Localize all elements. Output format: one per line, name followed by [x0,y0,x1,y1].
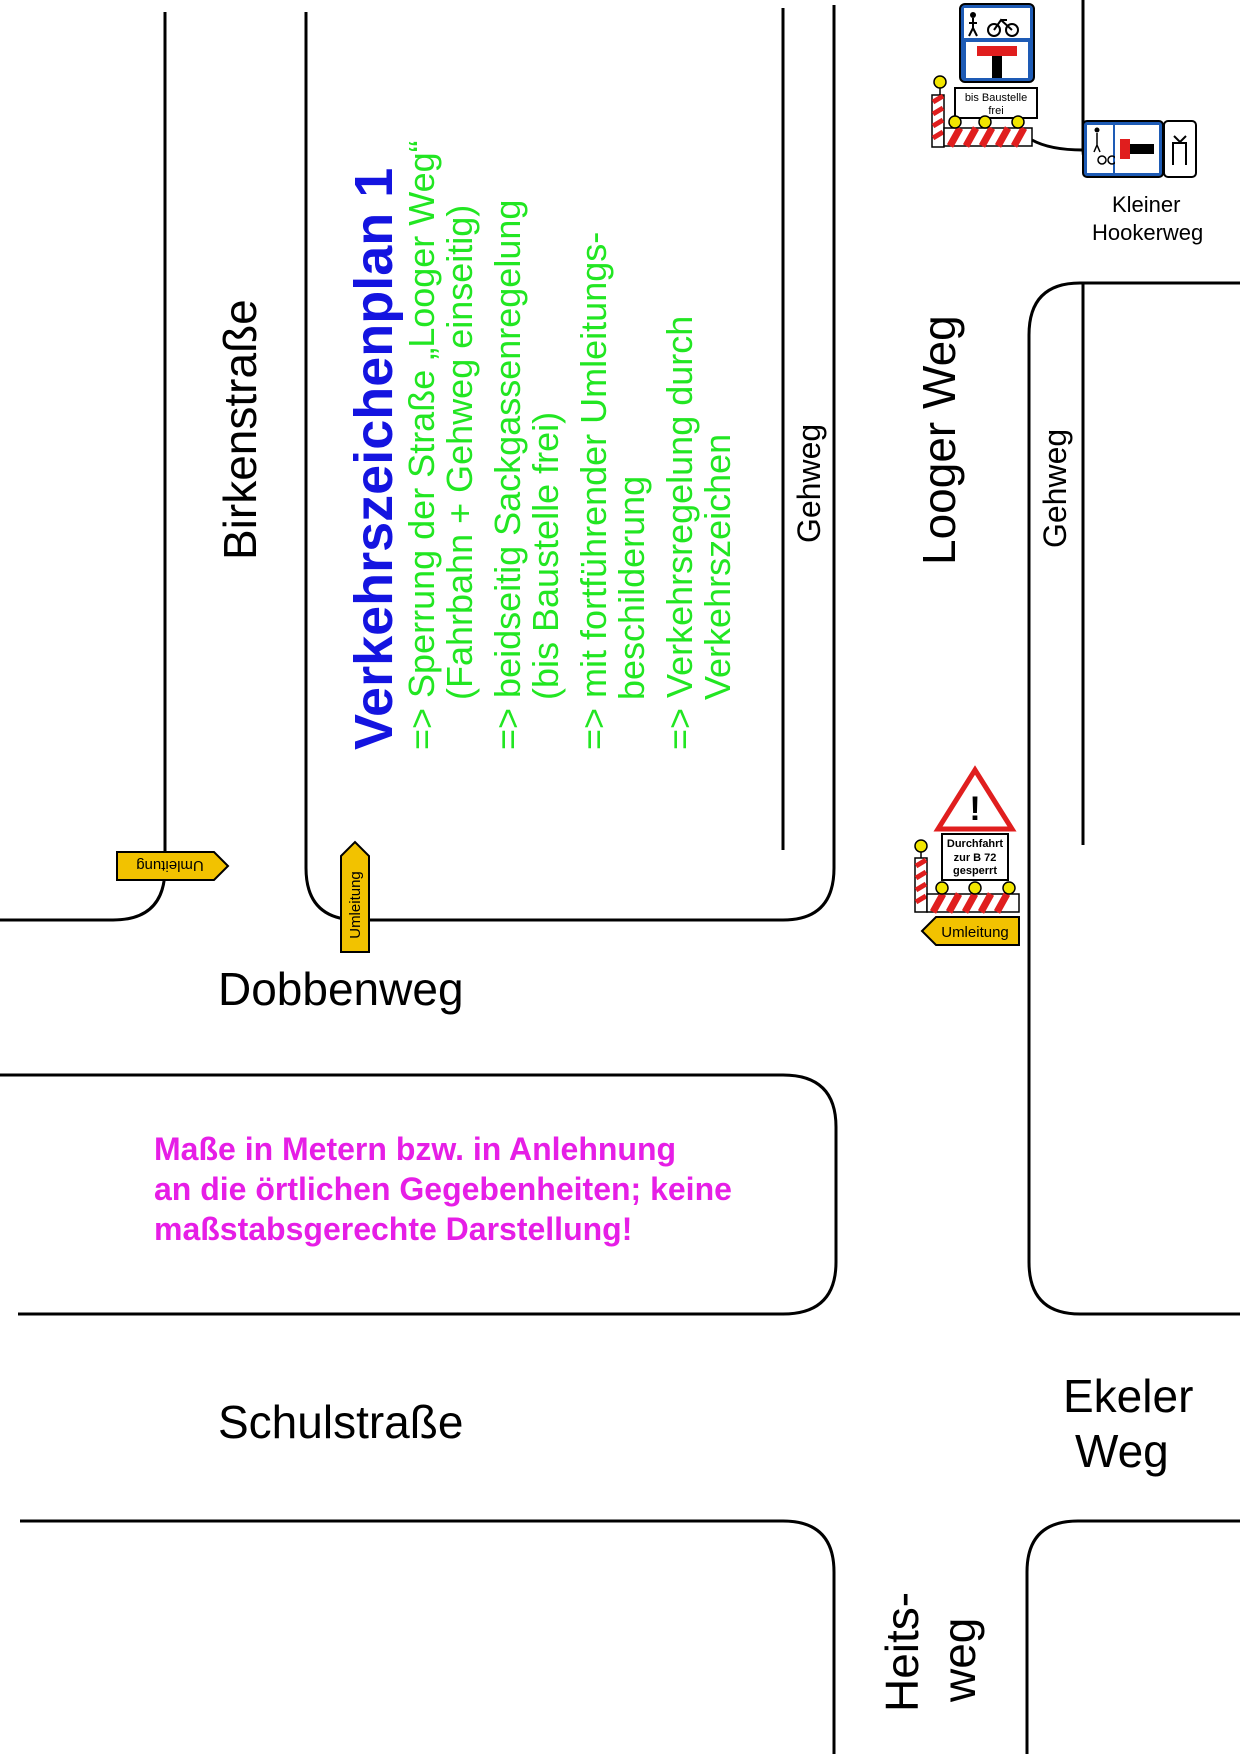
scale-note-line3: maßstabsgerechte Darstellung! [154,1211,632,1247]
plan-bullet-4: (bis Baustelle frei) [525,412,566,750]
street-label-dobbenweg: Dobbenweg [218,963,464,1015]
plan-bullet-2: (Fahrbahn + Gehweg einseitig) [439,205,480,750]
durchfahrt-text-line1: Durchfahrt [947,838,1004,850]
closure-sign-durchfahrt: Durchfahrt zur B 72 gesperrt [941,833,1009,881]
detour-sign-birkenstrasse: Umleitung [116,851,230,881]
warning-light-icon [933,75,947,89]
street-label-looger-weg: Looger Weg [913,315,965,565]
durchfahrt-text-line3: gesperrt [953,865,997,877]
street-label-ekeler-weg-line1: Ekeler [1063,1370,1193,1422]
barrier-south [914,839,1020,914]
scale-note: Maße in Metern bzw. in Anlehnung an die … [154,1131,732,1247]
barrier-connector [1031,138,1084,152]
warning-sign-danger: ! [933,765,1017,832]
durchfahrt-text-line2: zur B 72 [954,852,997,864]
detour-sign-label: Umleitung [941,924,1009,941]
plan-title: Verkehrszeichenplan 1 [344,168,404,750]
plan-bullets: => Sperrung der Straße „Looger Weg“ (Fah… [401,140,738,750]
plan-bullet-8: Verkehrszeichen [697,434,738,750]
warning-light-icon [948,115,962,129]
plan-bullet-1: => Sperrung der Straße „Looger Weg“ [401,140,442,750]
detour-sign-label: Umleitung [136,857,204,874]
warning-light-icon [968,881,982,895]
pedestrian-icon [970,12,976,18]
warning-light-icon [1011,115,1025,129]
street-label-heitsweg-line1: Heits- [876,1592,928,1712]
scale-note-line1: Maße in Metern bzw. in Anlehnung [154,1131,676,1167]
dobbenweg-south-curb [0,1073,838,1316]
barrier-north [931,75,1033,148]
zusatz-text-line1: bis Baustelle [965,92,1027,104]
scale-note-line2: an die örtlichen Gegebenheiten; keine [154,1171,732,1207]
warning-exclamation: ! [969,790,980,828]
detour-sign-dobbenweg: Umleitung [340,840,370,953]
dead-end-sign-north: bis Baustelle frei [954,3,1038,119]
kleiner-hookerweg-south-curb [1027,281,1240,1316]
street-label-birkenstrasse: Birkenstraße [214,299,266,560]
warning-light-icon [978,115,992,129]
street-label-heitsweg-line2: weg [933,1618,985,1703]
plan-bullet-6: beschilderung [611,476,652,750]
street-label-ekeler-weg-line2: Weg [1075,1425,1169,1477]
birkenstrasse-west-curb [0,12,167,922]
street-label-kleiner-hookerweg-line2: Hookerweg [1092,220,1203,245]
warning-light-icon [935,881,949,895]
bicycle-icon [987,18,1019,37]
detour-sign-looger-weg: Umleitung [920,916,1020,946]
detour-sign-label: Umleitung [347,871,364,939]
zusatz-text-line2: frei [988,105,1003,117]
schulstrasse-south-curb [20,1519,836,1754]
sidewalk-label-east: Gehweg [1037,429,1073,548]
plan-bullet-3: => beidseitig Sackgassenregelung [487,200,528,750]
sidewalk-label-west: Gehweg [791,424,827,543]
warning-light-icon [914,839,928,853]
dead-end-sign-kleiner-hookerweg [1082,120,1197,178]
birkenstrasse-east-curb [304,5,836,922]
street-label-kleiner-hookerweg-line1: Kleiner [1112,192,1180,217]
plan-bullet-7: => Verkehrsregelung durch [659,316,700,750]
street-label-schulstrasse: Schulstraße [218,1396,463,1448]
ekeler-weg-curb [1025,1519,1240,1754]
plan-bullet-5: => mit fortführender Umleitungs- [573,232,614,750]
warning-light-icon [1002,881,1016,895]
